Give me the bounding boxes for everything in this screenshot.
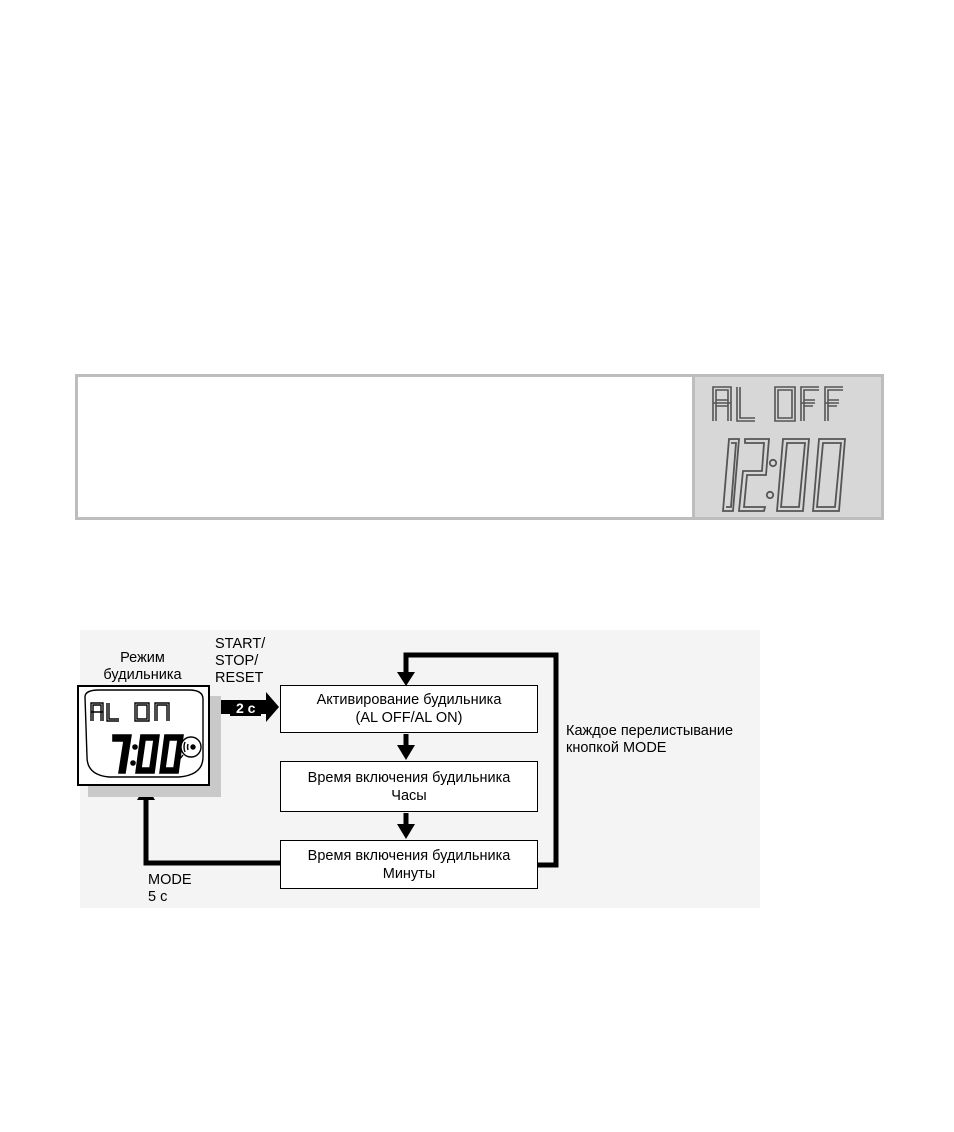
watch-line2 bbox=[112, 734, 184, 774]
arrowhead-loop bbox=[397, 672, 415, 686]
mode-return-line bbox=[143, 796, 280, 866]
mode-return-label: MODE 5 с bbox=[148, 872, 192, 905]
info-panel bbox=[75, 374, 884, 520]
diagram-connectors bbox=[137, 652, 559, 868]
mode-label: Режим будильника bbox=[103, 650, 182, 683]
flow-box-hours-text: Время включения будильника Часы bbox=[307, 769, 511, 804]
flow-box-hours: Время включения будильника Часы bbox=[280, 761, 538, 812]
lcd-line2 bbox=[722, 438, 846, 512]
lcd-display-panel bbox=[692, 377, 881, 517]
flow-box-activation-text: Активирование будильника (AL OFF/AL ON) bbox=[316, 692, 502, 726]
flow-box-minutes: Время включения будильника Минуты bbox=[280, 840, 538, 889]
arrowhead-box2 bbox=[397, 745, 415, 760]
start-duration-badge: 2 с bbox=[230, 700, 262, 716]
watch-line1 bbox=[90, 702, 170, 722]
flow-box-activation: Активирование будильника (AL OFF/AL ON) bbox=[280, 685, 538, 733]
mode-loop-line bbox=[403, 652, 559, 868]
lcd-segment-display bbox=[712, 386, 846, 512]
start-stop-reset-label: START/ STOP/ RESET bbox=[215, 636, 266, 686]
lcd-line1 bbox=[712, 386, 843, 422]
arrowhead-box3 bbox=[397, 824, 415, 839]
mode-loop-label: Каждое перелистывание кнопкой MODE bbox=[566, 723, 734, 756]
info-text-area bbox=[78, 377, 692, 517]
alarm-mode-flow-diagram: Режим будильника bbox=[77, 630, 760, 908]
flow-box-minutes-text: Время включения будильника Минуты bbox=[307, 847, 511, 882]
watch-display bbox=[77, 685, 210, 786]
alarm-sound-icon bbox=[174, 736, 202, 766]
watch-lcd bbox=[84, 689, 204, 778]
